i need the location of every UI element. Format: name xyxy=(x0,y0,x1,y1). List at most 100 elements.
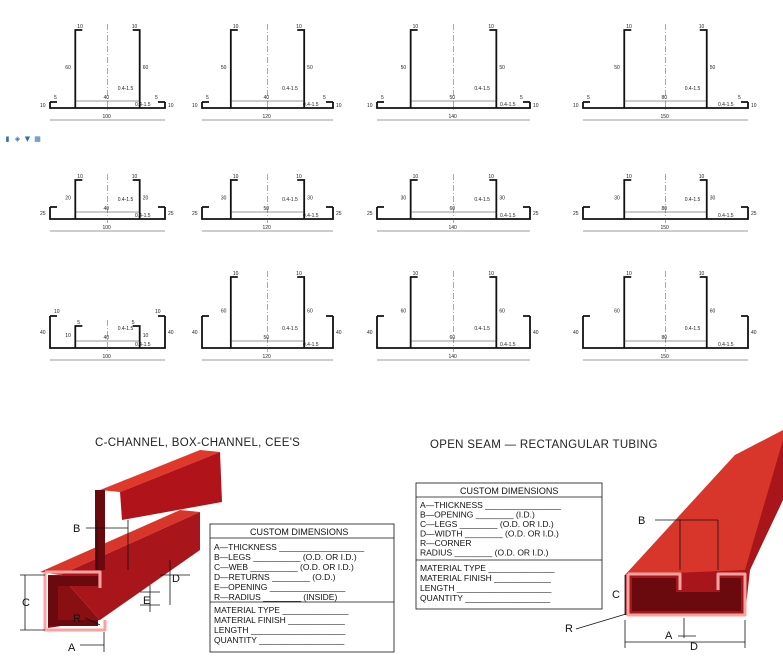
icon-toolbar: ▮ ◈ ▼ ▦ xyxy=(4,136,41,143)
dim-side-right: 25 xyxy=(168,211,174,217)
dim-flange-right: 5 xyxy=(323,95,326,101)
dim-inner-width: 80 xyxy=(662,95,668,101)
dim-flange-left: 10 xyxy=(54,309,60,315)
id-icon[interactable]: ▮ xyxy=(5,135,10,143)
dim-top-a: 10 xyxy=(413,271,419,277)
dim-height-left: 60 xyxy=(614,309,620,315)
dim-height-left: 30 xyxy=(221,196,227,202)
dim-thickness: 0.4-1.5 xyxy=(118,326,134,332)
dim-thickness-base: 0.4-1.5 xyxy=(303,213,319,219)
dim-base: 120 xyxy=(263,225,272,231)
table-line: LENGTH ____________________ xyxy=(420,583,552,593)
dim-side-right: 40 xyxy=(533,330,539,336)
share-icon[interactable]: ◈ xyxy=(14,135,21,143)
dim-thickness-base: 0.4-1.5 xyxy=(500,342,516,348)
label-r: R xyxy=(73,613,81,625)
dim-top-a: 10 xyxy=(626,174,632,180)
dim-side-right: 25 xyxy=(751,211,757,217)
dim-top-a: 10 xyxy=(233,271,239,277)
dim-top-a: 10 xyxy=(233,24,239,30)
table-line: R—RADIUS ________ (INSIDE) xyxy=(214,592,337,602)
dim-top-a: 10 xyxy=(626,24,632,30)
dim-side-left: 40 xyxy=(40,330,46,336)
dim-inner-width: 60 xyxy=(450,206,456,212)
table-line: A—THICKNESS __________________ xyxy=(214,542,365,552)
label-c: C xyxy=(22,597,30,609)
right-panel: OPEN SEAM — RECTANGULAR TUBING CUSTOM DI… xyxy=(415,430,783,653)
dim-height-left: 30 xyxy=(401,196,407,202)
grid-icon[interactable]: ▦ xyxy=(34,135,41,143)
dim-side-left: 10 xyxy=(573,103,579,109)
shirt-icon[interactable]: ▼ xyxy=(24,135,31,143)
dim-height-right: 60 xyxy=(143,65,149,71)
dim-thickness: 0.4-1.5 xyxy=(118,197,134,203)
dim-height-left: 60 xyxy=(221,309,227,315)
dim-thickness: 0.4-1.5 xyxy=(685,326,701,332)
dim-height-right: 60 xyxy=(307,309,313,315)
dim-flange-left: 5 xyxy=(206,95,209,101)
label-b: B xyxy=(73,523,80,535)
left-panel: C-CHANNEL, BOX-CHANNEL, CEE'S B C D E R … xyxy=(20,437,395,654)
dim-base: 100 xyxy=(103,354,112,360)
dim-top-a: 10 xyxy=(413,174,419,180)
dim-top-b: 5 xyxy=(132,320,135,326)
dim-side-right: 25 xyxy=(533,211,539,217)
table-line: RADIUS ________ (O.D. OR I.D.) xyxy=(420,548,549,558)
dim-height-right: 50 xyxy=(307,65,313,71)
dim-thickness-base: 0.4-1.5 xyxy=(718,102,734,108)
table-line: MATERIAL FINISH ____________ xyxy=(420,573,551,583)
dim-inner-width: 80 xyxy=(662,206,668,212)
table-line: A—THICKNESS ________________ xyxy=(420,500,561,510)
dim-top-a: 10 xyxy=(77,174,83,180)
dim-thickness-base: 0.4-1.5 xyxy=(303,102,319,108)
dim-height-left: 10 xyxy=(65,333,71,339)
dim-top-b: 10 xyxy=(296,24,302,30)
dim-base: 150 xyxy=(661,225,670,231)
table-line: D—RETURNS ________ (O.D.) xyxy=(214,572,336,582)
right-panel-title: OPEN SEAM — RECTANGULAR TUBING xyxy=(430,439,658,451)
dim-base: 100 xyxy=(103,225,112,231)
dim-side-right: 40 xyxy=(168,330,174,336)
label-d: D xyxy=(690,641,698,653)
label-c: C xyxy=(612,589,620,601)
table-line: MATERIAL TYPE ______________ xyxy=(214,605,349,615)
table-line: C—LEGS ________ (O.D. OR I.D.) xyxy=(420,519,554,529)
dim-thickness-base: 0.4-1.5 xyxy=(303,342,319,348)
dim-inner-width: 40 xyxy=(104,95,110,101)
dim-side-left: 40 xyxy=(192,330,198,336)
dim-flange-right: 5 xyxy=(520,95,523,101)
dim-inner-width: 40 xyxy=(104,335,110,341)
dim-base: 140 xyxy=(449,354,458,360)
dim-flange-left: 5 xyxy=(54,95,57,101)
dim-height-right: 50 xyxy=(499,65,505,71)
dim-height-left: 50 xyxy=(401,65,407,71)
dim-side-right: 10 xyxy=(751,103,757,109)
left-table-title: CUSTOM DIMENSIONS xyxy=(250,527,348,537)
dim-side-right: 40 xyxy=(336,330,342,336)
dim-side-left: 25 xyxy=(40,211,46,217)
dim-side-right: 40 xyxy=(751,330,757,336)
dim-thickness: 0.4-1.5 xyxy=(282,326,298,332)
dim-top-b: 10 xyxy=(296,271,302,277)
left-dimension-table: CUSTOM DIMENSIONS A—THICKNESS __________… xyxy=(209,523,395,653)
dim-top-b: 10 xyxy=(132,174,138,180)
dim-height-right: 30 xyxy=(710,196,716,202)
dim-height-right: 30 xyxy=(499,196,505,202)
dim-inner-width: 40 xyxy=(104,206,110,212)
dim-flange-left: 5 xyxy=(587,95,590,101)
dim-top-b: 10 xyxy=(488,271,494,277)
dim-top-a: 10 xyxy=(77,24,83,30)
dim-height-right: 30 xyxy=(307,196,313,202)
dim-thickness-base: 0.4-1.5 xyxy=(135,102,151,108)
table-line: D—WIDTH ________ (O.D. OR I.D.) xyxy=(420,529,559,539)
label-d: D xyxy=(172,573,180,585)
table-line: B—LEGS __________ (O.D. OR I.D.) xyxy=(214,552,357,562)
